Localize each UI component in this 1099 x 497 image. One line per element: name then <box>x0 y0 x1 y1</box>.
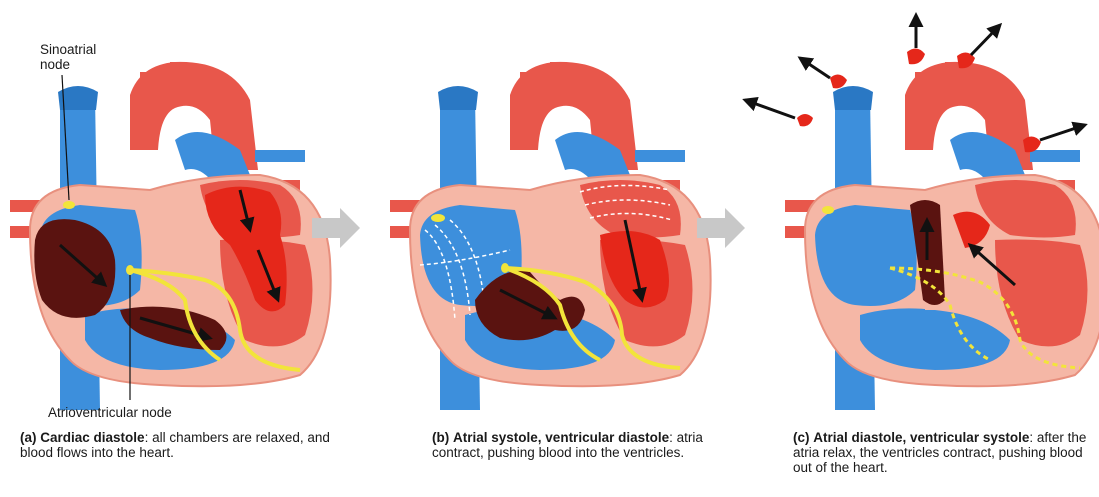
caption-a-letter: (a) <box>20 430 37 445</box>
caption-b-title: Atrial systole, ventricular diastole <box>453 430 669 445</box>
caption-a: (a) Cardiac diastole: all chambers are r… <box>20 430 330 460</box>
caption-b: (b) Atrial systole, ventricular diastole… <box>432 430 722 460</box>
av-node-marker-b <box>501 263 509 273</box>
caption-c-title: Atrial diastole, ventricular systole <box>813 430 1029 445</box>
caption-a-title: Cardiac diastole <box>40 430 144 445</box>
atrioventricular-node-label: Atrioventricular node <box>48 405 248 420</box>
panel-c-heart <box>745 15 1099 410</box>
sa-node-marker-b <box>431 214 445 222</box>
caption-b-letter: (b) <box>432 430 449 445</box>
sa-node-marker-c <box>822 206 834 214</box>
panel-b-heart <box>390 62 711 410</box>
caption-c-letter: (c) <box>793 430 810 445</box>
sinoatrial-node-label: Sinoatrial node <box>40 42 130 72</box>
panel-a-heart <box>10 62 331 410</box>
av-node-marker-a <box>126 265 134 275</box>
caption-c: (c) Atrial diastole, ventricular systole… <box>793 430 1093 475</box>
sa-node-marker-a <box>63 201 75 209</box>
